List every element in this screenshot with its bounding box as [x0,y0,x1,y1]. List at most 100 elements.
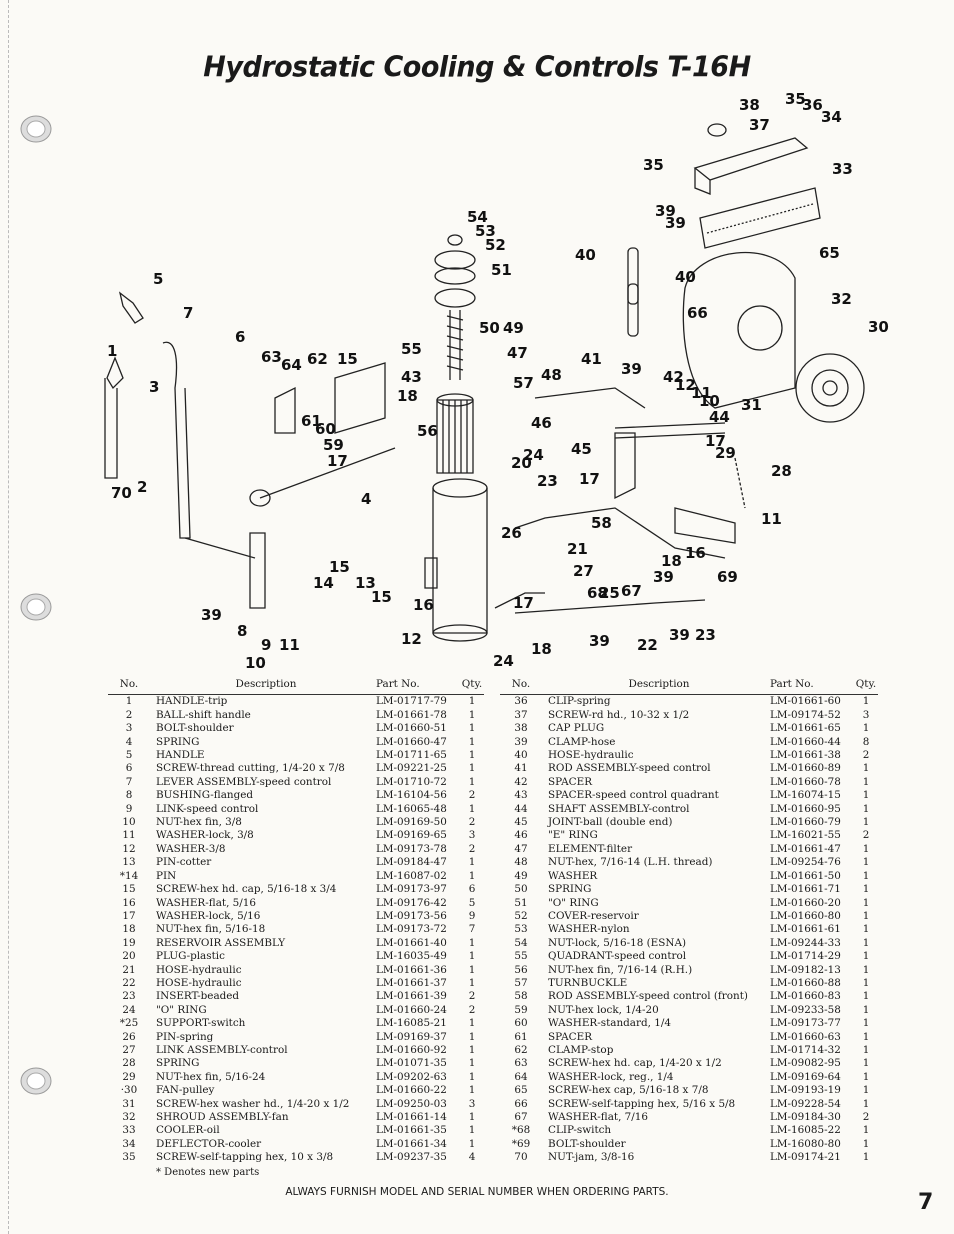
callout: 12 [675,376,696,394]
cell-no: 34 [122,1137,136,1150]
cell-part: LM-09184-47 [376,856,447,869]
cell-no: 67 [514,1111,528,1123]
cell-desc: NUT-hex fin, 5/16-18 [156,923,266,936]
cell-qty: 7 [468,923,476,936]
cell-desc: ROD ASSEMBLY-speed control [548,762,711,775]
cell-desc: CAP PLUG [548,722,605,735]
cell-desc: SCREW-rd hd., 10-32 x 1/2 [548,708,690,721]
cell-qty: 1 [468,695,476,708]
cell-part: LM-01660-83 [770,990,841,1003]
cell-no: 43 [514,789,528,802]
col-header-description: Description [542,676,770,696]
cell-part: LM-01660-44 [770,735,841,748]
cell-part: LM-09221-25 [376,762,447,775]
cell-part: LM-01660-22 [376,1084,447,1097]
callout: 16 [413,596,434,614]
diagram-svg: 38 35 36 37 34 33 35 39 39 65 40 40 32 3… [104,90,889,672]
col-header-qty: Qty. [854,676,878,696]
callout: 69 [717,568,738,586]
cell-no: 45 [514,816,528,829]
callout: 51 [491,261,512,279]
cell-part: LM-01660-80 [770,909,841,922]
callout: 32 [831,290,852,308]
cell-part: LM-09173-77 [770,1017,841,1030]
cell-part: LM-09173-72 [376,923,447,936]
cell-qty: 3 [468,829,476,842]
cell-no: 60 [514,1017,528,1030]
cell-no: 58 [514,990,528,1003]
cell-part: LM-01717-79 [376,695,447,708]
cell-no: 1 [125,695,133,708]
cell-qty: 1 [468,802,476,815]
cell-qty: 3 [862,708,870,721]
cell-no: 15 [122,883,136,896]
callout: 35 [785,90,806,108]
cell-part: LM-09182-13 [770,963,841,976]
cell-qty: 4 [468,1151,476,1164]
cell-no: 33 [122,1124,136,1137]
cell-qty: 1 [862,990,870,1003]
callout: 37 [749,116,770,134]
callout: 12 [401,630,422,648]
cell-part: LM-01660-88 [770,976,841,989]
cell-part: LM-01660-95 [770,802,841,815]
cell-no: 55 [514,950,528,963]
cell-qty: 1 [862,722,870,735]
cell-part: LM-01660-92 [376,1043,447,1056]
callout: 17 [513,594,534,612]
cell-desc: BOLT-shoulder [156,722,234,735]
cell-desc: JOINT-ball (double end) [548,816,673,829]
cell-part: LM-09169-64 [770,1070,841,1083]
callout: 22 [637,636,658,654]
cell-desc: HANDLE-trip [156,695,228,708]
callout: 66 [687,304,708,322]
callout: 39 [665,214,686,232]
cell-no: 70 [514,1151,528,1164]
cell-part: LM-09228-54 [770,1097,841,1110]
cell-desc: PIN-spring [156,1030,214,1043]
callout: 35 [643,156,664,174]
ordering-notice: ALWAYS FURNISH MODEL AND SERIAL NUMBER W… [285,1186,669,1198]
cell-qty: 1 [468,735,476,748]
cell-qty: 1 [862,896,870,909]
callout: 41 [581,350,602,368]
cell-part: LM-16021-55 [770,829,841,842]
callout: 29 [715,444,736,462]
cell-qty: 1 [862,1043,870,1056]
callout: 9 [261,636,271,654]
cell-desc: SCREW-hex cap, 5/16-18 x 7/8 [548,1084,709,1097]
callout: 65 [819,244,840,262]
cell-no: 52 [514,909,528,922]
callout: 59 [323,436,344,454]
cell-desc: LEVER ASSEMBLY-speed control [156,775,332,788]
callout-labels: 38 35 36 37 34 33 35 39 39 65 40 40 32 3… [107,90,889,672]
cell-qty: 1 [862,950,870,963]
cell-desc: "O" RING [548,896,599,909]
cell-desc: COVER-reservoir [548,909,639,922]
cell-part: LM-16104-56 [376,789,447,802]
col-header-no: No. [500,676,542,696]
cell-qty: 1 [862,976,870,989]
cell-desc: BALL-shift handle [156,708,251,721]
callout: 67 [621,582,642,600]
cell-desc: WASHER-nylon [548,923,630,936]
callout: 47 [507,344,528,362]
